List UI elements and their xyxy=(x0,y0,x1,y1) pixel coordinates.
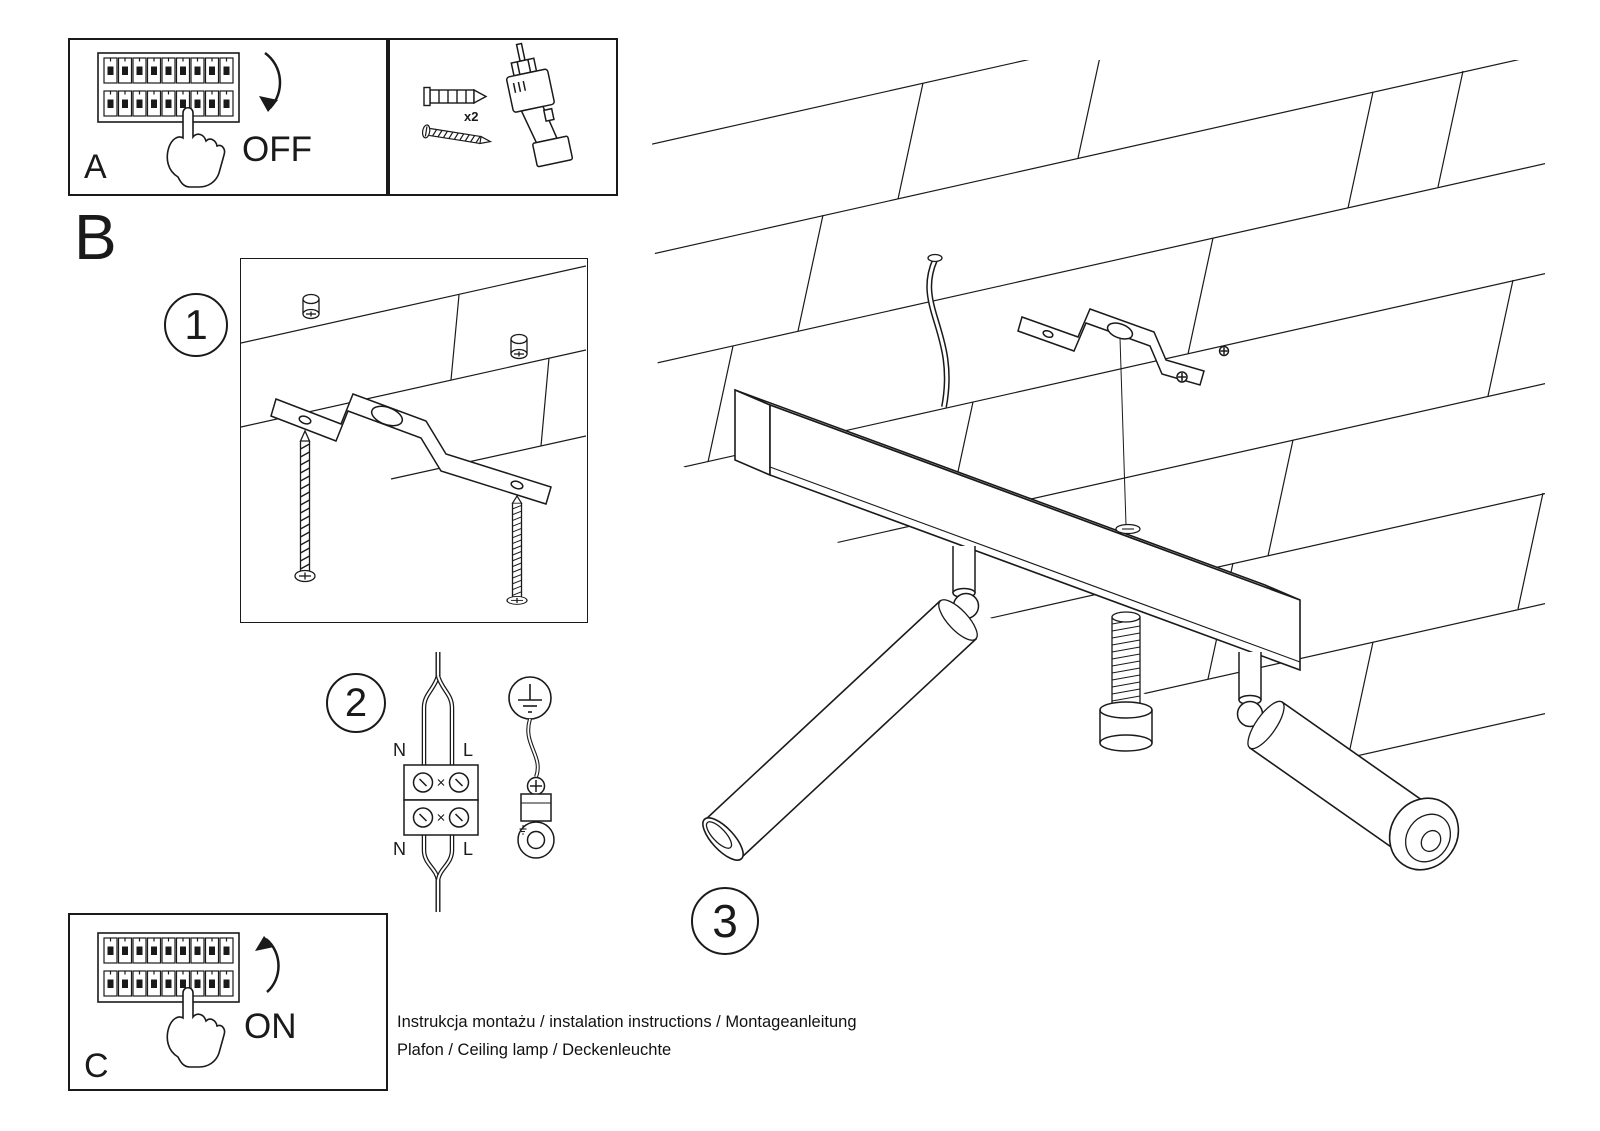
wire-neutral-top-label: N xyxy=(393,740,406,760)
mounting-screw-left-icon xyxy=(294,430,316,583)
terminal-block-icon xyxy=(403,764,479,836)
wiring-illustration xyxy=(403,652,555,912)
ground-symbol-icon xyxy=(508,676,552,720)
mounting-screw-right-icon xyxy=(506,495,528,606)
wire-live-bottom-label: L xyxy=(463,839,474,859)
tools-illustration xyxy=(421,42,574,168)
mounting-bracket-icon xyxy=(1017,308,1230,386)
bracket-mounting-illustration xyxy=(241,265,586,606)
footer-captions: Instrukcja montażu / instalation instruc… xyxy=(397,1008,857,1064)
step-1-badge: 1 xyxy=(164,293,228,357)
lamp-rail xyxy=(734,388,1301,672)
spotlight-right xyxy=(1236,652,1460,871)
off-arrow-icon xyxy=(259,51,282,112)
power-off-panel: A OFF xyxy=(68,38,388,196)
mounting-bracket-icon xyxy=(270,393,552,505)
power-on-illustration xyxy=(70,915,280,1068)
mounting-bolt-icon xyxy=(1099,611,1153,752)
power-wires xyxy=(421,652,455,912)
step-b-label: B xyxy=(74,201,117,273)
anchor-quantity-label: x2 xyxy=(464,109,479,124)
step-3-badge: 3 xyxy=(691,887,759,955)
alignment-line xyxy=(1119,337,1127,526)
power-off-label: OFF xyxy=(242,130,312,169)
step-2-number: 2 xyxy=(344,681,368,725)
step-2-badge: 2 xyxy=(326,673,386,733)
tools-panel: x2 xyxy=(388,38,618,196)
on-arrow-icon xyxy=(255,936,280,993)
ceiling-planks xyxy=(241,265,586,480)
footer-line-1: Instrukcja montażu / instalation instruc… xyxy=(397,1013,857,1031)
step-c-label: C xyxy=(84,1047,109,1085)
wall-plug-icon xyxy=(423,86,488,107)
power-on-label: ON xyxy=(244,1007,297,1046)
footer-line-2: Plafon / Ceiling lamp / Deckenleuchte xyxy=(397,1041,672,1059)
screw-icon xyxy=(421,124,493,145)
breaker-panel-icon xyxy=(98,53,239,122)
power-off-illustration xyxy=(70,51,282,188)
spotlight-left xyxy=(702,546,980,861)
step-a-label: A xyxy=(84,148,107,186)
ground-clamp-icon xyxy=(517,718,555,859)
rail-screw-hole xyxy=(1115,523,1141,535)
breaker-panel-icon xyxy=(98,933,239,1002)
power-on-panel: C ON xyxy=(68,913,388,1091)
lamp-mounting-illustration xyxy=(650,60,1545,871)
power-wire xyxy=(926,253,950,408)
wall-plug-installed-left-icon xyxy=(302,293,320,320)
wire-neutral-bottom-label: N xyxy=(393,839,406,859)
wire-live-top-label: L xyxy=(463,740,474,760)
wall-plug-installed-right-icon xyxy=(510,333,528,360)
step-3-number: 3 xyxy=(712,895,738,947)
drill-icon xyxy=(505,42,574,168)
step-1-number: 1 xyxy=(184,301,208,348)
step-1-diagram xyxy=(240,258,588,623)
